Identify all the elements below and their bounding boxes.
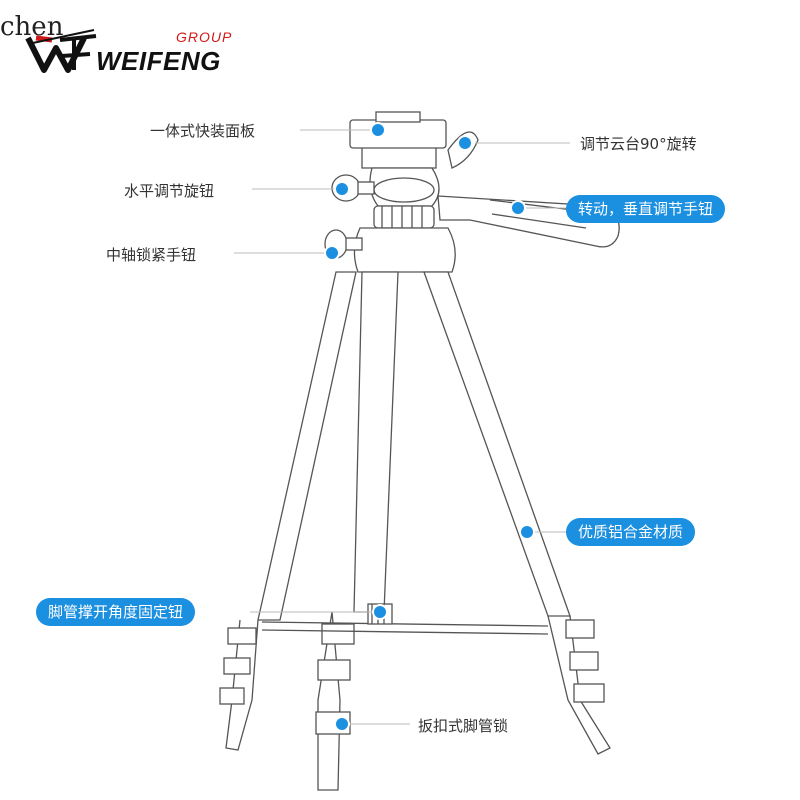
callout-aluminum: 优质铝合金材质 xyxy=(566,518,696,546)
callout-dot xyxy=(334,181,350,197)
callout-dot xyxy=(457,135,473,151)
label-head-rotate: 调节云台90°旋转 xyxy=(580,135,697,153)
callout-dot xyxy=(370,122,386,138)
callout-handle-adjust: 转动，垂直调节手钮 xyxy=(566,195,726,223)
callout-dot xyxy=(519,524,535,540)
brand-name: WEIFENG xyxy=(96,46,221,76)
label-quick-plate: 一体式快装面板 xyxy=(150,122,256,140)
callout-dot xyxy=(334,716,350,732)
callout-dot xyxy=(372,604,388,620)
weifeng-logo-icon xyxy=(25,29,97,73)
callout-dots xyxy=(324,122,535,732)
label-center-column-lock: 中轴锁紧手钮 xyxy=(106,246,197,264)
callout-leg-angle-knob: 脚管撑开角度固定钮 xyxy=(36,598,196,626)
callout-dot xyxy=(324,245,340,261)
label-horizontal-knob: 水平调节旋钮 xyxy=(124,182,215,200)
brand-group-label: GROUP xyxy=(176,29,233,45)
callout-dot xyxy=(510,200,526,216)
tripod-drawing xyxy=(219,111,620,791)
watermark-text: chen xyxy=(0,12,64,42)
label-flip-lock: 扳扣式脚管锁 xyxy=(418,717,509,735)
